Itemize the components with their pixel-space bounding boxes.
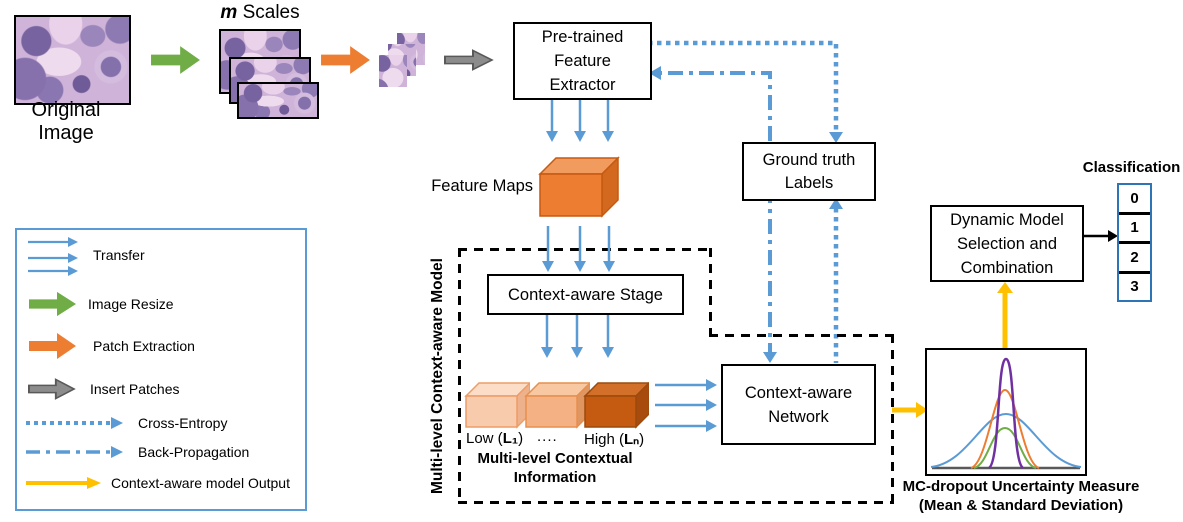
- cross-entropy-line-bottom: [829, 198, 843, 363]
- class-cell-1: 1: [1119, 215, 1150, 244]
- legend-insert-patches-label: Insert Patches: [90, 381, 180, 397]
- legend-patch-extraction-icon: [29, 333, 76, 359]
- dashed-box-notch-horizontal: [709, 334, 894, 337]
- legend-cross-entropy-label: Cross-Entropy: [138, 415, 228, 431]
- dashed-box-top-edge: [458, 248, 712, 251]
- legend-back-propagation-icon: [26, 446, 123, 458]
- legend-transfer-arrows-icon: [28, 237, 78, 276]
- pretrained-feature-extractor-box: Pre-trained Feature Extractor: [513, 22, 652, 100]
- multilevel-info-line-1: Multi-level Contextual: [477, 450, 633, 467]
- transfer-arrows-levels-to-network: [655, 379, 717, 432]
- extractor-line-1: Pre-trained: [541, 28, 624, 46]
- stage-label: Context-aware Stage: [507, 285, 663, 304]
- ground-truth-line-2: Labels: [784, 173, 834, 192]
- level-cube-low: [464, 381, 530, 429]
- legend-patch-extraction-label: Patch Extraction: [93, 338, 195, 354]
- context-aware-stage-box: Context-aware Stage: [487, 274, 684, 315]
- transfer-arrows-extractor-to-maps: [546, 97, 614, 142]
- legend-insert-patches-icon: [28, 378, 76, 400]
- m-symbol: m: [220, 2, 238, 23]
- dynamic-model-selection-box: Dynamic Model Selection and Combination: [930, 205, 1084, 282]
- legend-cross-entropy-icon: [26, 417, 123, 429]
- image-resize-arrow: [151, 46, 200, 74]
- extractor-line-3: Extractor: [549, 76, 616, 94]
- class-cell-3: 3: [1130, 278, 1139, 296]
- feature-maps-cube: [538, 156, 620, 218]
- ground-truth-line-1: Ground truth: [762, 150, 856, 169]
- back-propagation-line: [649, 66, 777, 363]
- dynamic-line-3: Combination: [960, 258, 1054, 277]
- class-cell-2: 2: [1119, 244, 1150, 274]
- patch-image-front: [379, 55, 407, 87]
- legend-context-aware-output-label: Context-aware model Output: [111, 475, 290, 491]
- network-line-1: Context-aware: [744, 383, 853, 402]
- context-aware-network-box: Context-aware Network: [721, 364, 876, 445]
- dashed-box-notch-vertical: [709, 248, 712, 336]
- dashed-box-bottom-edge: [458, 501, 894, 504]
- m-scales-label: m Scales: [210, 2, 310, 24]
- transfer-arrows-stage-to-levels: [541, 313, 614, 358]
- ground-truth-labels-box: Ground truth Labels: [742, 142, 876, 201]
- classification-table: 0 1 2 3: [1117, 183, 1152, 302]
- legend-back-propagation-label: Back-Propagation: [138, 444, 250, 460]
- model-output-arrow-right: [892, 402, 928, 418]
- level-label-low: Low (L₁): [466, 430, 524, 447]
- level-label-dots: ....: [537, 428, 558, 445]
- scale-image-small: [237, 82, 319, 119]
- original-histology-image: [14, 15, 131, 105]
- patch-extraction-arrow: [321, 46, 370, 74]
- legend-image-resize-label: Image Resize: [88, 296, 174, 312]
- class-cell-0: 0: [1119, 185, 1150, 215]
- level-cube-high: [583, 381, 649, 429]
- level-label-high: High (Lₙ): [584, 431, 645, 448]
- dynamic-line-1: Dynamic Model: [950, 210, 1064, 229]
- dashed-box-left-edge: [458, 248, 461, 504]
- uncertainty-plot-box: [925, 348, 1087, 476]
- legend-image-resize-icon: [29, 291, 76, 317]
- insert-patches-arrow: [444, 49, 494, 71]
- dynamic-line-2: Selection and: [957, 234, 1057, 253]
- mc-dropout-label-line-1: MC-dropout Uncertainty Measure: [902, 478, 1140, 495]
- classification-arrow: [1080, 230, 1118, 242]
- extractor-line-2: Feature: [554, 52, 611, 70]
- dashed-box-right-edge: [891, 334, 894, 504]
- mc-dropout-label-line-2: (Mean & Standard Deviation): [918, 497, 1124, 514]
- multilevel-info-line-2: Information: [513, 469, 597, 486]
- original-image-label: Original Image: [31, 99, 101, 144]
- network-line-2: Network: [768, 407, 829, 426]
- model-output-arrow-up: [997, 282, 1013, 348]
- legend-box: Transfer Image Resize Patch Extraction I…: [15, 228, 307, 511]
- classification-title: Classification: [1082, 159, 1181, 176]
- uncertainty-curves: [930, 357, 1082, 470]
- level-cube-middle: [524, 381, 590, 429]
- legend-context-aware-output-icon: [26, 477, 101, 489]
- multilevel-model-vertical-label: Multi-level Context-aware Model: [429, 258, 446, 495]
- scales-text: Scales: [237, 2, 300, 23]
- cross-entropy-line-top: [648, 40, 843, 143]
- transfer-arrows-maps-to-stage: [542, 226, 615, 272]
- legend-transfer-label: Transfer: [93, 247, 145, 263]
- feature-maps-label: Feature Maps: [431, 177, 533, 195]
